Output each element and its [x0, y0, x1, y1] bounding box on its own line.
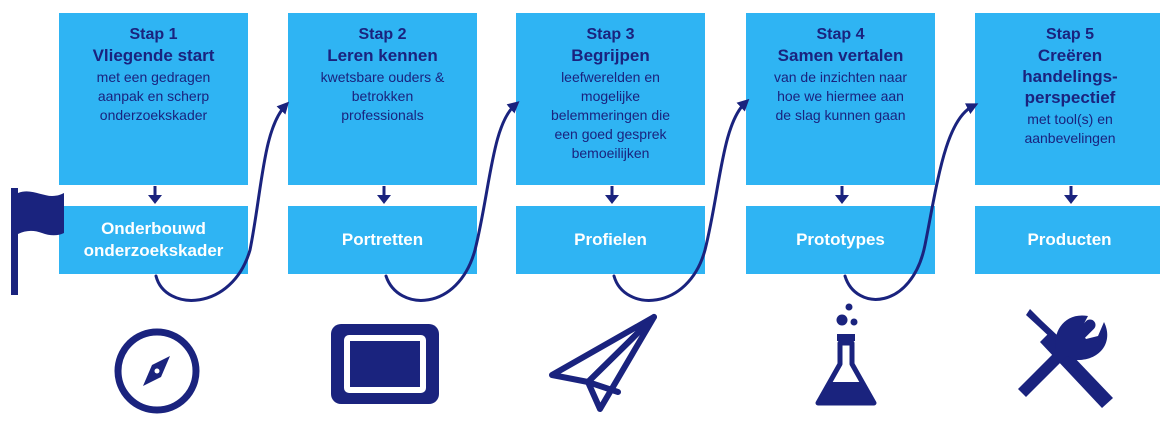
- down-arrows: [148, 186, 1078, 204]
- step-3-heading: Begrijpen: [571, 46, 650, 65]
- curve-arrow-2: [384, 101, 520, 302]
- step-1-box: Stap 1 Vliegende start met een gedragen …: [59, 13, 248, 185]
- down-arrow-4: [835, 186, 849, 204]
- step-1-heading: Vliegende start: [92, 46, 215, 65]
- step-4-box: Stap 4 Samen vertalen van de inzichten n…: [746, 13, 935, 185]
- curve-arrow-4: [843, 103, 979, 301]
- step-1-result: Onderbouwd onderzoekskader: [59, 206, 248, 274]
- curve-arrow-1: [154, 101, 290, 302]
- down-arrow-1: [148, 186, 162, 204]
- step-2-heading: Leren kennen: [327, 46, 438, 65]
- step-5-box: Stap 5 Creëren handelings-perspectief me…: [975, 13, 1160, 185]
- down-arrow-2: [377, 186, 391, 204]
- paper-plane-icon: [549, 314, 657, 412]
- step-3-box: Stap 3 Begrijpen leefwerelden en mogelij…: [516, 13, 705, 185]
- step-5-title: Stap 5: [1045, 26, 1094, 43]
- flag-icon: [11, 188, 64, 295]
- picture-frame-icon: [331, 324, 439, 404]
- step-5-result: Producten: [975, 206, 1160, 274]
- compass-icon: [114, 328, 200, 414]
- tools-icon: [1018, 309, 1113, 408]
- step-4-heading: Samen vertalen: [777, 46, 904, 65]
- step-2-description: kwetsbare ouders & betrokken professiona…: [320, 69, 445, 123]
- step-5-description: met tool(s) en aanbevelingen: [1024, 111, 1116, 146]
- step-3-result: Profielen: [516, 206, 705, 274]
- step-2-title: Stap 2: [358, 26, 407, 43]
- step-1-description: met een gedragen aanpak en scherp onderz…: [96, 69, 211, 123]
- connector-curves: [154, 98, 979, 302]
- down-arrow-3: [605, 186, 619, 204]
- step-3-title: Stap 3: [586, 26, 635, 43]
- step-2-box: Stap 2 Leren kennen kwetsbare ouders & b…: [288, 13, 477, 185]
- step-3-description: leefwerelden en mogelijke belemmeringen …: [550, 69, 671, 161]
- step-5-heading: Creëren handelings-perspectief: [1022, 46, 1118, 107]
- flask-icon: [815, 303, 877, 406]
- step-4-result: Prototypes: [746, 206, 935, 274]
- down-arrow-5: [1064, 186, 1078, 204]
- step-4-title: Stap 4: [816, 26, 865, 43]
- step-2-result: Portretten: [288, 206, 477, 274]
- step-1-title: Stap 1: [129, 26, 178, 43]
- curve-arrow-3: [612, 98, 750, 302]
- step-4-description: van de inzichten naar hoe we hiermee aan…: [773, 69, 908, 123]
